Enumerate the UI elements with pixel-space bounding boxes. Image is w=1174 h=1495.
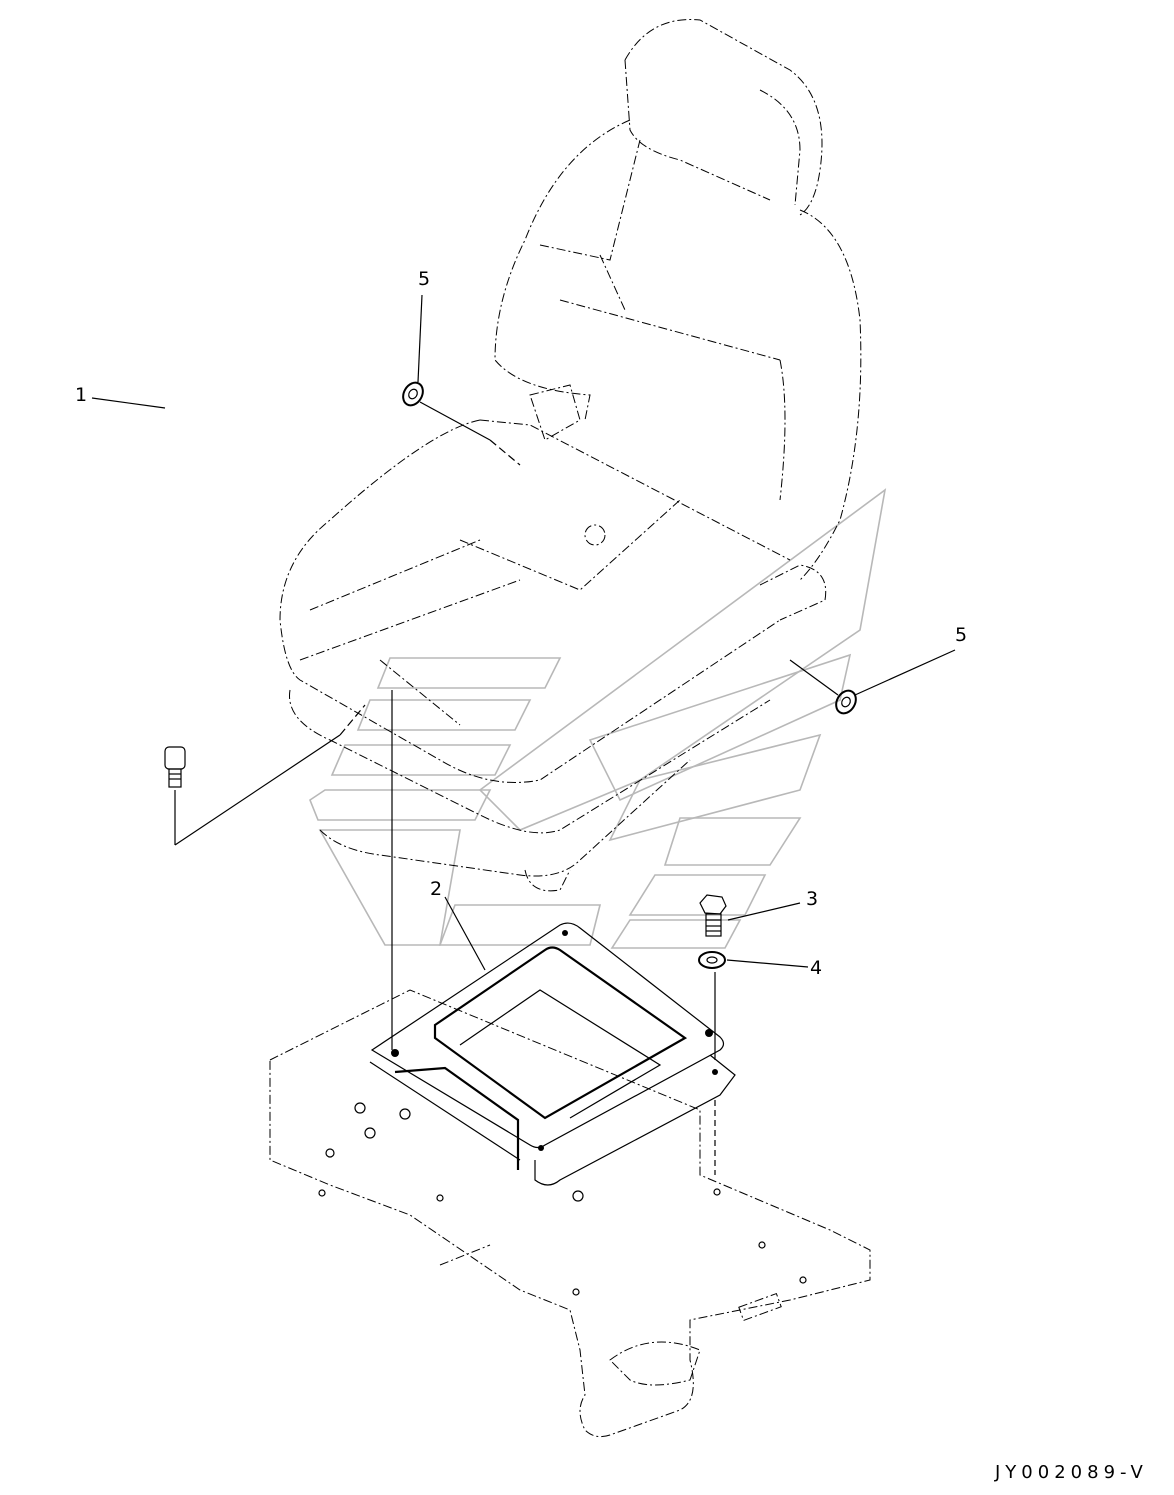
washer-part-5-upper (402, 381, 424, 407)
callout-1: 1 (75, 384, 88, 406)
bolt-part-1 (164, 746, 186, 788)
seat-phantom (279, 19, 862, 892)
washer-part-5-lower (835, 689, 857, 715)
floor-frame (269, 989, 871, 1438)
callout-5-upper: 5 (418, 268, 431, 290)
watermark-logo (309, 488, 887, 949)
callout-2: 2 (430, 878, 443, 900)
callout-3: 3 (806, 888, 819, 910)
callout-5-lower: 5 (955, 624, 968, 646)
figure-id: JY002089-V (995, 1462, 1148, 1483)
callout-4: 4 (810, 957, 823, 979)
bolt-part-3 (699, 894, 727, 937)
washer-part-4 (698, 951, 726, 969)
frame-holes (318, 1102, 807, 1296)
seat-bracket-part-2 (369, 922, 736, 1186)
leader-lines (91, 294, 956, 1175)
